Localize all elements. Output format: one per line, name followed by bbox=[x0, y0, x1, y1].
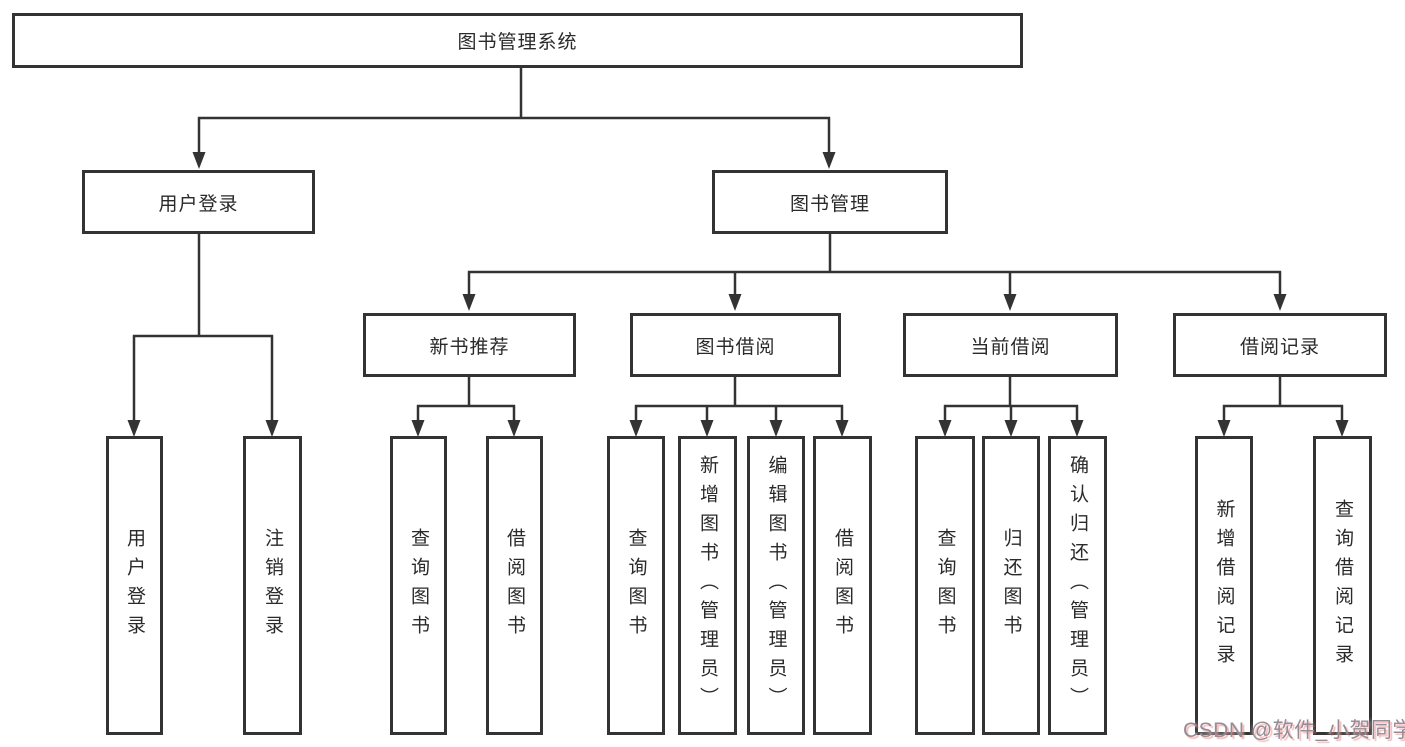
node-borrow-records: 借阅记录 bbox=[1173, 313, 1387, 377]
leaf-query-borrow-record: 查询借阅记录 bbox=[1313, 436, 1372, 735]
node-book-management: 图书管理 bbox=[712, 170, 948, 234]
leaf-borrow-books-2-label: 借阅图书 bbox=[832, 527, 853, 644]
node-book-management-label: 图书管理 bbox=[789, 193, 870, 215]
node-user-login: 用户登录 bbox=[82, 170, 315, 234]
node-book-borrowing-label: 图书借阅 bbox=[695, 336, 776, 358]
leaf-logout-label: 注销登录 bbox=[262, 527, 283, 644]
leaf-confirm-return-admin-label: 确认归还（管理员） bbox=[1067, 455, 1088, 716]
node-new-book-recommend-label: 新书推荐 bbox=[429, 336, 510, 358]
edge-newbooks-to-leaves bbox=[416, 377, 516, 422]
leaf-add-books-admin-label: 新增图书（管理员） bbox=[697, 455, 718, 716]
leaf-add-borrow-record-label: 新增借阅记录 bbox=[1213, 498, 1235, 673]
leaf-query-books-1: 查询图书 bbox=[390, 436, 447, 735]
leaf-user-login: 用户登录 bbox=[106, 436, 163, 735]
node-root-label: 图书管理系统 bbox=[457, 32, 578, 53]
leaf-add-borrow-record: 新增借阅记录 bbox=[1195, 436, 1253, 735]
leaf-borrow-books-2: 借阅图书 bbox=[813, 436, 872, 735]
leaf-return-books: 归还图书 bbox=[982, 436, 1040, 735]
edge-borrow-to-leaves bbox=[634, 377, 844, 422]
leaf-logout: 注销登录 bbox=[243, 436, 302, 735]
leaf-query-books-3: 查询图书 bbox=[915, 436, 975, 735]
csdn-watermark: CSDN @软件_小贺同学 bbox=[1183, 719, 1405, 742]
node-user-login-label: 用户登录 bbox=[158, 193, 239, 215]
leaf-confirm-return-admin: 确认归还（管理员） bbox=[1048, 436, 1107, 735]
edge-root-to-level2 bbox=[197, 68, 831, 154]
node-root: 图书管理系统 bbox=[12, 13, 1023, 68]
edge-userlogin-to-leaves bbox=[132, 234, 274, 422]
edge-current-to-leaves bbox=[943, 377, 1079, 422]
arrowheads bbox=[127, 152, 1349, 437]
node-current-borrowing-label: 当前借阅 bbox=[970, 336, 1051, 358]
leaf-user-login-label: 用户登录 bbox=[124, 527, 145, 644]
node-new-book-recommend: 新书推荐 bbox=[363, 313, 576, 377]
node-book-borrowing: 图书借阅 bbox=[630, 313, 841, 377]
leaf-query-books-1-label: 查询图书 bbox=[408, 527, 429, 644]
leaf-borrow-books-1: 借阅图书 bbox=[486, 436, 543, 735]
edge-bookmgmt-to-level3 bbox=[467, 234, 1282, 296]
leaf-query-borrow-record-label: 查询借阅记录 bbox=[1332, 498, 1353, 673]
leaf-borrow-books-1-label: 借阅图书 bbox=[504, 527, 525, 644]
edge-records-to-leaves bbox=[1222, 377, 1344, 422]
leaf-query-books-2-label: 查询图书 bbox=[625, 527, 647, 644]
leaf-add-books-admin: 新增图书（管理员） bbox=[678, 436, 737, 735]
leaf-query-books-3-label: 查询图书 bbox=[934, 527, 956, 644]
leaf-return-books-label: 归还图书 bbox=[1000, 527, 1022, 644]
leaf-edit-books-admin-label: 编辑图书（管理员） bbox=[765, 455, 787, 716]
leaf-query-books-2: 查询图书 bbox=[607, 436, 665, 735]
leaf-edit-books-admin: 编辑图书（管理员） bbox=[747, 436, 805, 735]
node-current-borrowing: 当前借阅 bbox=[903, 313, 1118, 377]
node-borrow-records-label: 借阅记录 bbox=[1239, 336, 1320, 358]
